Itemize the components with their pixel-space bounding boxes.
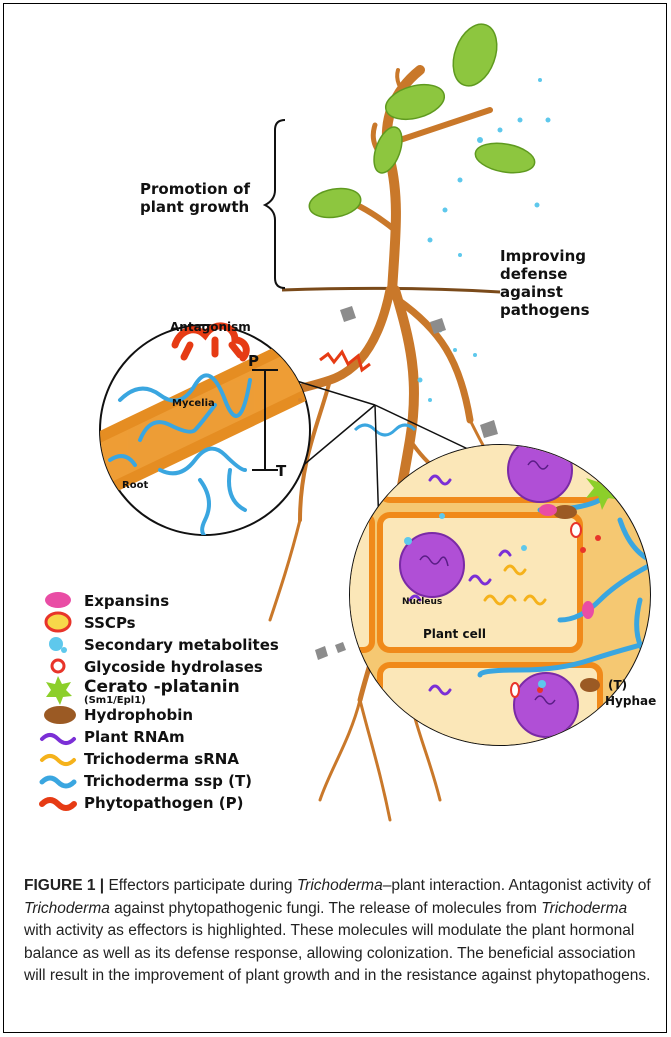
legend-item-trichoderma-srna: Trichoderma sRNA [40,748,320,770]
leaves [307,18,537,221]
nucleus-bottom [514,673,578,737]
t-marker-label: T [276,462,286,480]
plant-rnam-icon [40,726,84,748]
cell-left [320,515,372,650]
cerato-platanin-icon [40,680,84,702]
promotion-label: Promotion of plant growth [140,180,250,216]
legend-item-trichoderma-ssp: Trichoderma ssp (T) [40,770,320,792]
legend: Expansins SSCPs Secondary metabolites Gl… [40,590,320,814]
phytopathogen-icon [40,792,84,814]
hyphae-label: Hyphae [605,694,656,708]
plant-cell-label: Plant cell [423,627,486,641]
legend-item-phytopathogen: Phytopathogen (P) [40,792,320,814]
sscp-icon [40,612,84,634]
legend-item-expansins: Expansins [40,590,320,612]
caption-text-1: Effectors participate during [104,877,297,894]
legend-item-glycoside-hydrolases: Glycoside hydrolases [40,656,320,678]
growth-brace [265,120,285,288]
hydrophobin-icon [40,704,84,726]
legend-item-sscps: SSCPs [40,612,320,634]
trichoderma-srna-icon [40,748,84,770]
antagonism-zoom-circle [90,325,330,540]
p-marker-label: P [248,352,259,370]
nucleus-label: Nucleus [402,597,442,608]
secondary-metabolite-icon [40,634,84,656]
legend-item-hydrophobin: Hydrophobin [40,704,320,726]
hyphae-t-label: (T) [608,678,627,692]
nucleus-top [508,438,572,502]
caption-italic-1: Trichoderma [297,877,383,894]
mycelia-label: Mycelia [172,398,215,410]
legend-item-secondary-metabolites: Secondary metabolites [40,634,320,656]
figure-caption: FIGURE 1 | Effectors participate during … [24,875,654,988]
caption-text-4: with activity as effectors is highlighte… [24,922,650,984]
root-label: Root [122,480,148,492]
caption-italic-2: Trichoderma [24,900,110,917]
legend-item-plant-rnam: Plant RNAm [40,726,320,748]
legend-item-cerato-platanin: Cerato -platanin(Sm1/Epl1) [40,678,320,704]
caption-text-2: –plant interaction. Antagonist activity … [383,877,651,894]
defense-label: Improving defense against pathogens [500,247,590,319]
caption-italic-3: Trichoderma [541,900,627,917]
glycoside-hydrolase-icon [40,656,84,678]
expansin-icon [40,590,84,612]
caption-text-3: against phytopathogenic fungi. The relea… [110,900,541,917]
caption-lead: FIGURE 1 | [24,877,104,894]
antagonism-label: Antagonism [170,320,251,334]
trichoderma-ssp-icon [40,770,84,792]
cerato-platanin-label: Cerato -platanin [84,677,240,697]
